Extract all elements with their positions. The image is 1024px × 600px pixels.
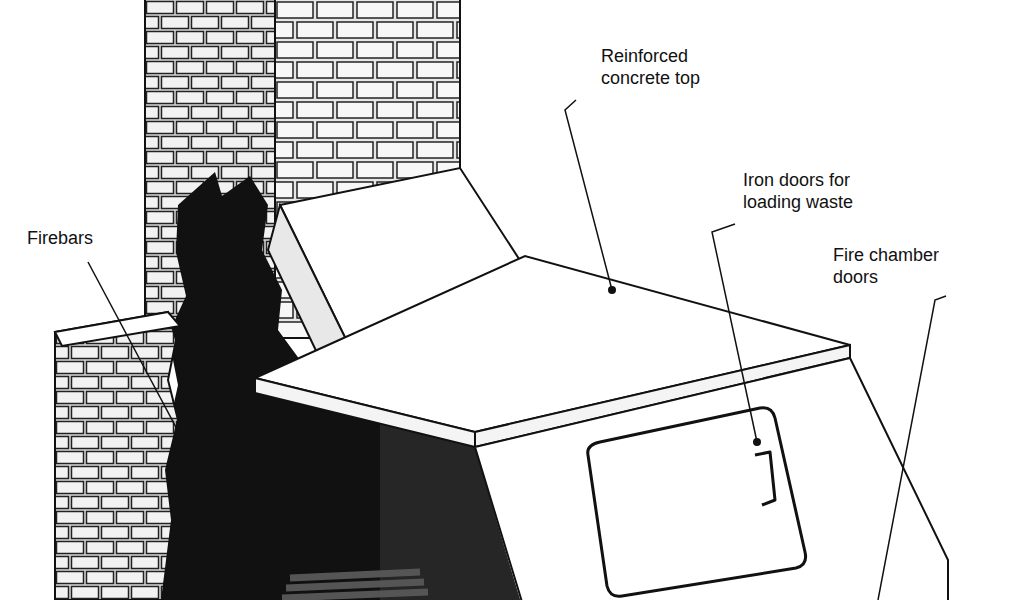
label-text: Iron doors for loading waste [743, 170, 853, 212]
label-text: Reinforced concrete top [601, 46, 700, 88]
part-label: Firebars [24, 226, 140, 250]
part-label: Iron doors for loading waste [740, 168, 906, 214]
front-face [475, 358, 948, 600]
side-wall [55, 312, 178, 600]
slab-edge [255, 378, 475, 447]
leader-lines [88, 100, 946, 600]
firebars [282, 572, 428, 598]
loading-door [588, 408, 806, 597]
part-label: Fire chamber doors [830, 243, 986, 289]
part-label: Reinforced concrete top [598, 44, 754, 90]
label-text: Fire chamber doors [833, 245, 939, 287]
door-handle [755, 452, 775, 505]
label-text: Firebars [27, 228, 93, 248]
